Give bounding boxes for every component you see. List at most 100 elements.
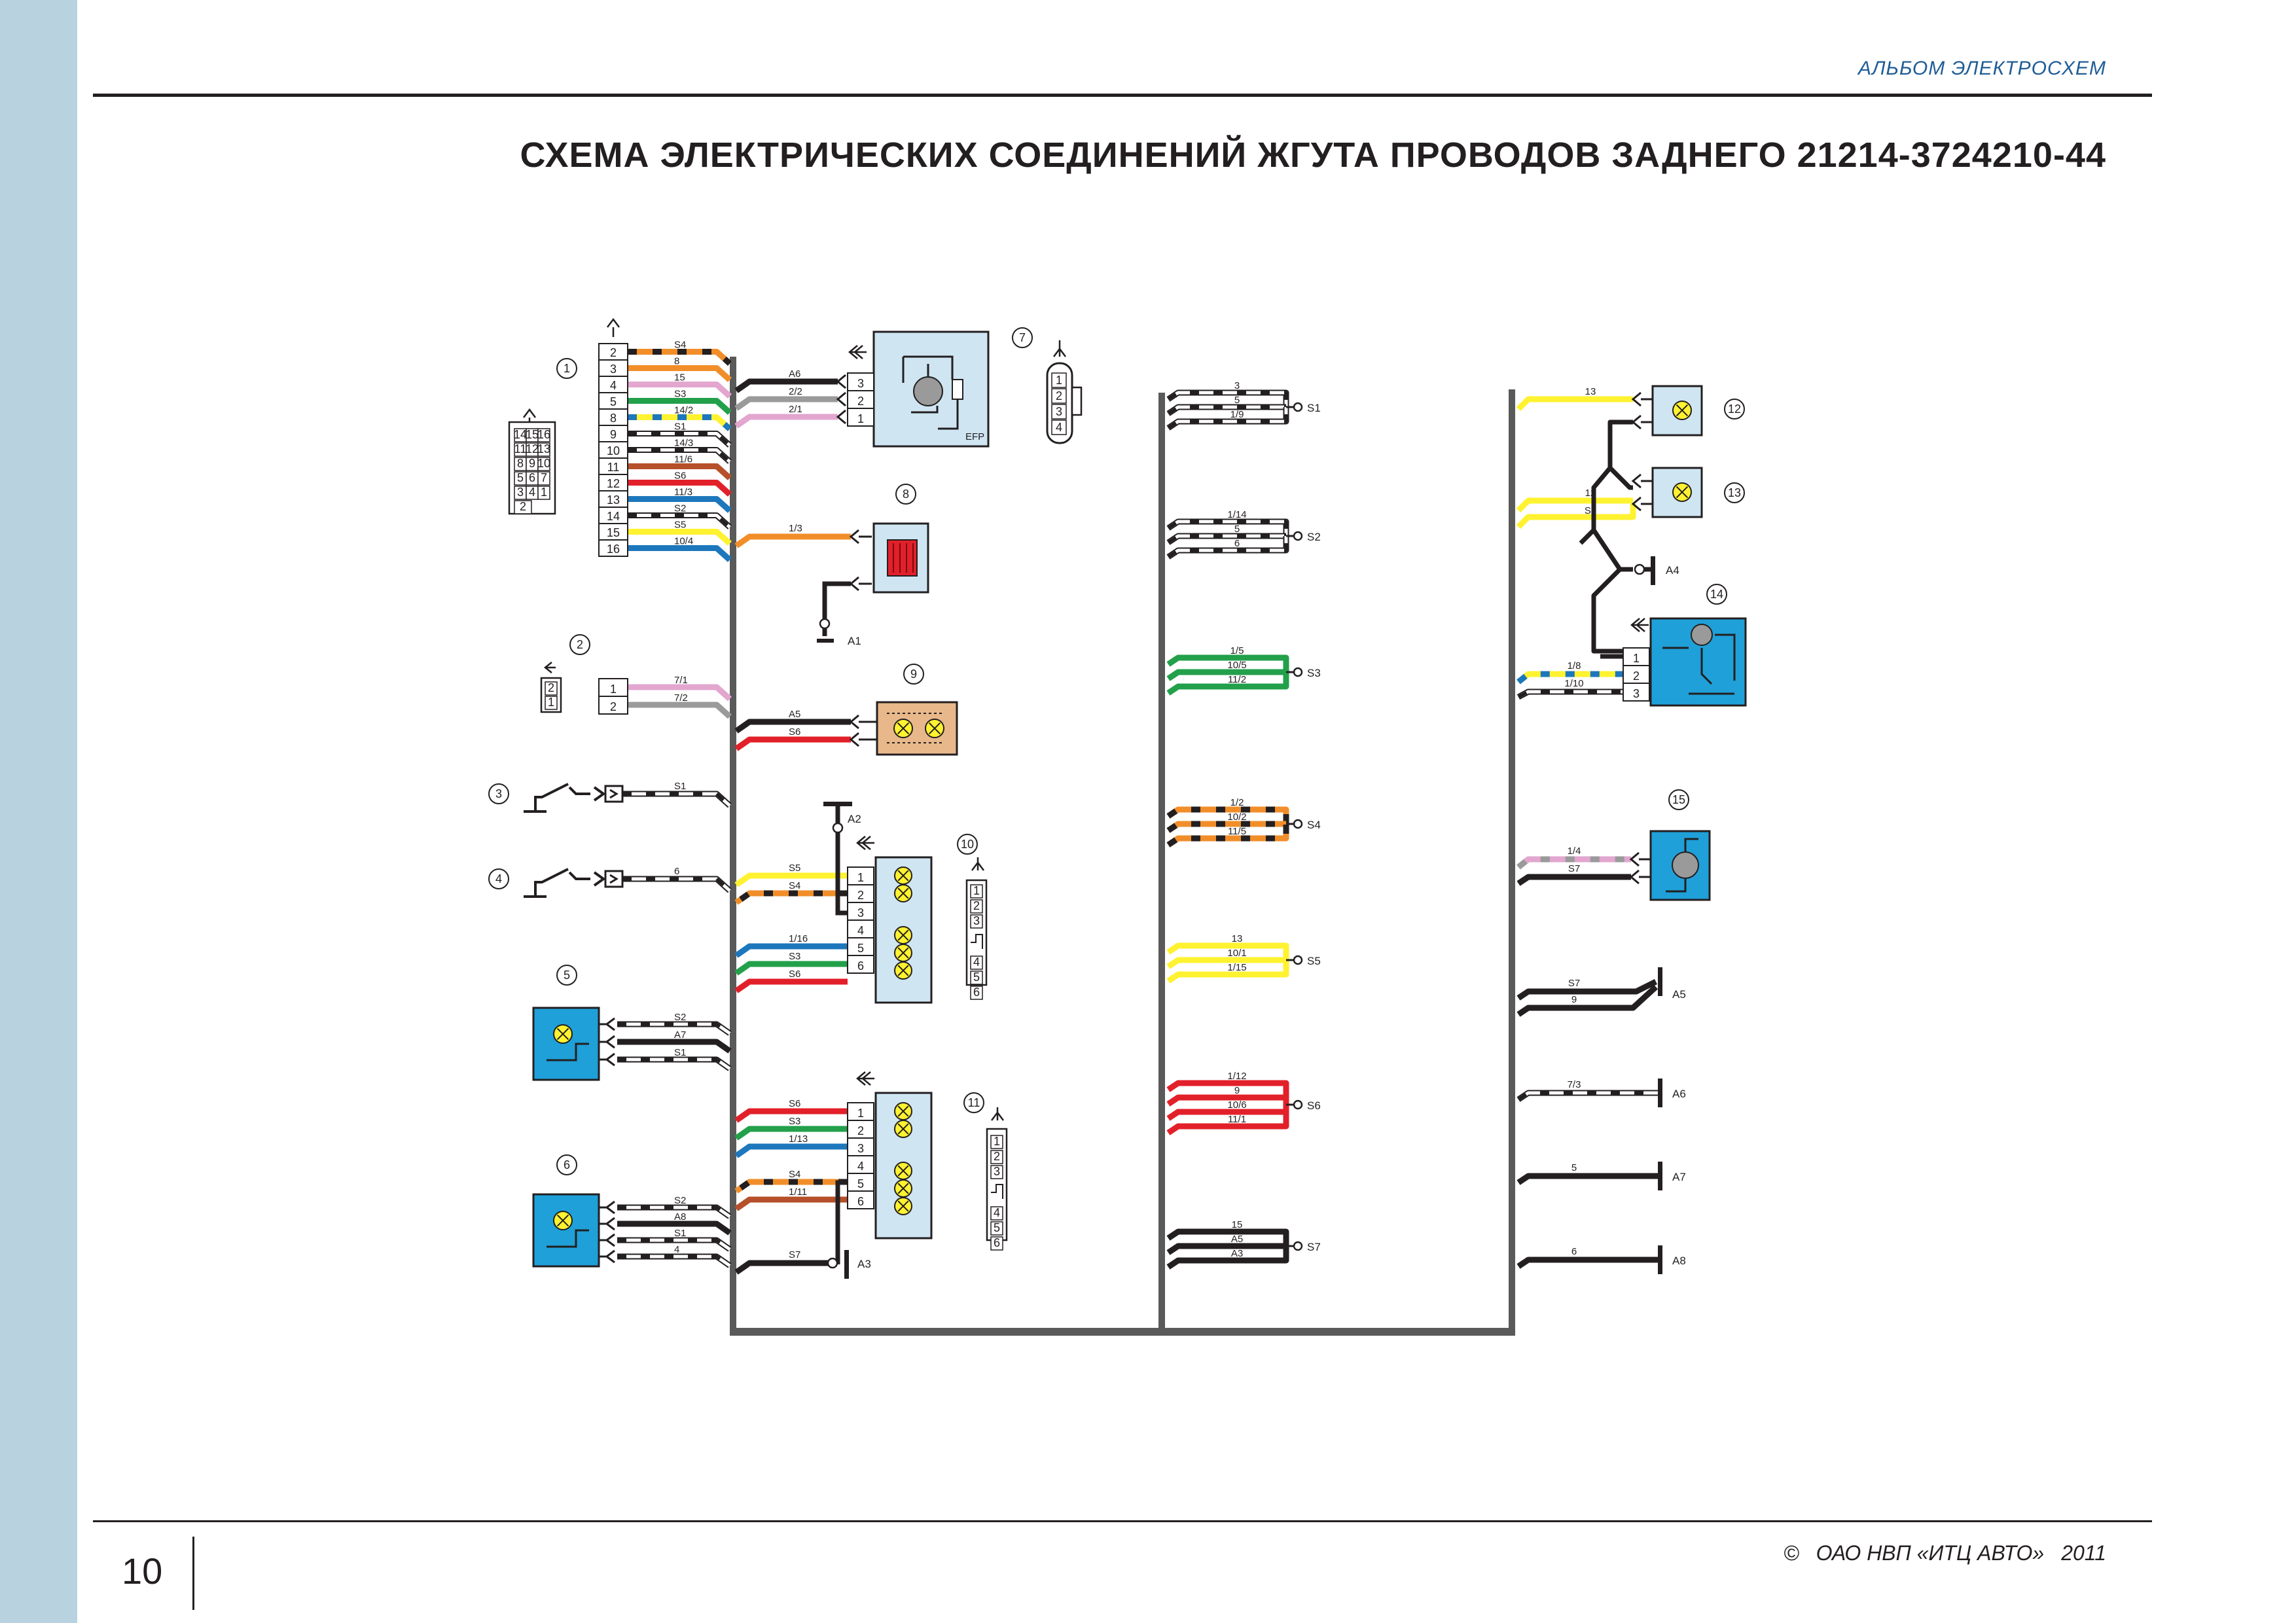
component-number-badge [957,834,978,855]
connector-2-face-pin-number: 2 [548,681,554,694]
wire-label: S5 [674,520,686,531]
wire-c8-1/3 [734,533,851,548]
connector-10-pin-number: 3 [857,906,864,919]
connector-12-bracket [1631,414,1641,430]
wire-c6-A8 [617,1221,732,1236]
wire-label: 1/12 [1227,1071,1246,1082]
connector-7-pin-number: 2 [857,395,864,408]
bottom-rule [93,1520,2152,1522]
connector-11-face-pin [990,1206,1003,1221]
wire-label: S6 [789,969,800,980]
connector-9-bracket [849,714,859,730]
lamp-cross [928,722,941,735]
connector-14-pin-cell [1623,683,1650,702]
lamp-unit-6-pin [599,1249,615,1264]
connector-1-face-pin-number: 13 [537,442,550,455]
connector-11-face-pin-number: 3 [994,1165,1000,1178]
splice-label-S1: S1 [1307,402,1321,414]
component-number: 11 [968,1096,980,1109]
wire-c7-A6 [734,378,838,393]
wire-right-ground-chain [1579,419,1633,654]
wire-label: 5 [1234,395,1240,406]
wire-label: 7/1 [674,675,688,686]
connector-1-plug-icon [607,317,620,337]
wire-label: S5 [789,863,800,874]
connector-1-face-pin [537,471,550,486]
ground-label-A1: A1 [848,635,861,647]
washer-pump-circuit [1666,838,1698,893]
connector-1-pin-cell [598,474,628,491]
wire-c7-2/2 [734,396,838,411]
connector-10-pin-number: 2 [857,889,864,902]
connector-10-face-pin [970,914,983,929]
wire-c10-1/16 [734,943,848,958]
wire-label: 6 [1571,1246,1577,1257]
wire-S5-13 [1166,942,1289,960]
lamp-cross [897,1200,909,1212]
wire-c1-14/2-stripe [628,414,732,431]
wire-c1-15 [628,382,732,399]
lamp-unit-6-pin [599,1200,615,1215]
wire-S6-11-1 [1166,1105,1289,1135]
connector-2-pin-number: 2 [610,700,617,713]
connector-14-pin-number: 3 [1633,687,1640,700]
wire-label: S1 [674,1228,686,1239]
connector-14-pin-cell [1623,665,1650,684]
wire-S1-5-stripe [1167,405,1286,416]
wire-label: 13 [1585,386,1596,397]
wire-c10-S5 [734,872,848,887]
wire-label: S1 [674,1047,686,1058]
connector-1-face-pin [537,442,550,457]
connector-7-plug-icon [1053,340,1066,357]
component-number-badge [556,1154,577,1175]
lamp-cross [897,1165,909,1177]
wire-c6-S1-stripe [617,1238,731,1251]
connector-13-pins [1641,480,1653,505]
lamp-cross [897,965,909,976]
component-number: 7 [1019,331,1026,344]
connector-11-pin-cell [847,1155,874,1174]
connector-10-face-pin [970,986,983,1000]
switch-4-terminal [593,871,606,887]
wire-S3-11-2 [1166,672,1289,696]
splice-node-S2 [1293,531,1303,541]
wire-label: 1/16 [789,933,808,944]
ground-bar-A3 [844,1250,849,1279]
wire-label: 11/6 [674,454,692,465]
ground-bar-A7 [1658,1162,1662,1190]
wire-c5-A7 [617,1039,732,1054]
component-number-badge [1706,584,1727,605]
wire-c8-ground [822,581,851,636]
connector-10-pin-number: 4 [857,924,864,937]
splice-label-S2: S2 [1307,531,1321,543]
connector-7-face-pin-number: 4 [1056,421,1062,434]
connector-7-face-pin [1051,419,1067,435]
ground-bar-A4 [1651,556,1655,585]
wire-A6-7-3-stripe [1517,1091,1658,1101]
connector-7-face-pin-number: 2 [1056,389,1062,402]
lamp-cross [897,929,909,941]
connector-1-pin-number: 11 [607,461,620,474]
component-number-badge [963,1092,984,1113]
license-lamp-circuit [887,713,942,743]
connector-11-face-pin [990,1150,1003,1164]
wire-c1-S3 [628,398,732,415]
ground-bar-A2 [823,802,852,806]
lamp-cross [897,870,909,882]
component-number: 15 [1672,793,1685,806]
splice-node-S3 [1293,667,1303,677]
connector-1-pin-number: 15 [607,526,620,539]
wire-c1-11/3 [628,496,732,513]
connector-10-face-pin-number: 4 [973,955,980,969]
connector-1-pin-cell [598,539,628,557]
connector-1-pin-number: 5 [610,395,617,408]
connector-11-pin-cell [847,1137,874,1156]
page-divider [192,1537,194,1610]
wire-label: 8 [674,356,679,367]
wire-c10-S3 [734,961,848,976]
lamp-unit-6-pin [599,1233,615,1247]
connector-10-face-key [971,934,983,949]
connector-7-pin-number: 1 [857,412,864,425]
wire-c13-S5 [1516,504,1636,529]
connector-10-face-pin-number: 5 [973,971,980,984]
